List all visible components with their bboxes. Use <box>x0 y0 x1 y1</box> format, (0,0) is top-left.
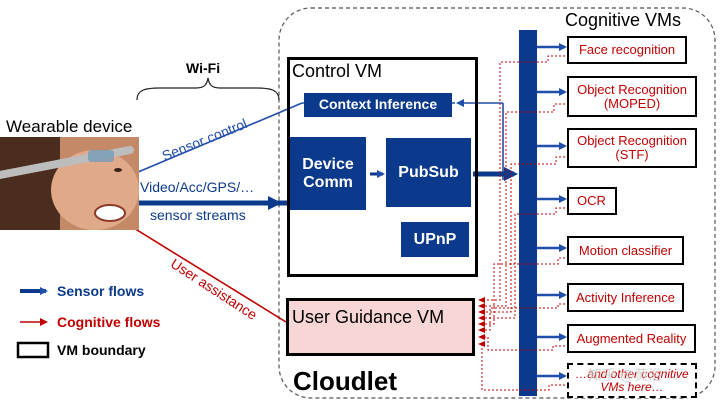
context-inference-box: Context Inference <box>304 93 452 117</box>
video-acc-gps-label: Video/Acc/GPS/… <box>140 179 255 195</box>
cognitive-flow-heads <box>478 297 485 347</box>
user-assistance-arrow <box>122 220 287 323</box>
cognitive-vms-title: Cognitive VMs <box>565 10 682 30</box>
device-comm-label: Device Comm <box>302 155 354 191</box>
wifi-label: Wi-Fi <box>186 60 221 76</box>
device-comm-box: Device Comm <box>290 137 366 210</box>
vm-object-recognition-stf-label: Object Recognition (STF) <box>577 133 687 162</box>
sensor-streams-label: sensor streams <box>150 207 246 223</box>
vm-object-recognition-stf: Object Recognition (STF) <box>567 128 697 168</box>
pubsub-box: PubSub <box>386 138 471 207</box>
vm-object-recognition-moped-label: Object Recognition (MOPED) <box>577 81 687 111</box>
vm-augmented-reality: Augmented Reality <box>567 324 696 353</box>
user-guidance-vm-label: User Guidance VM <box>292 307 445 327</box>
vm-object-recognition-moped: Object Recognition (MOPED) <box>567 76 697 117</box>
legend-cognitive-flows-label: Cognitive flows <box>57 314 161 330</box>
vm-other-cognitive-vms: …and other cognitive VMs here… <box>567 363 697 398</box>
bus-to-vm-arrows <box>537 43 567 380</box>
sensor-control-arrow <box>129 102 303 177</box>
legend-sensor-flows-label: Sensor flows <box>57 283 145 299</box>
cognitive-bus <box>519 30 537 396</box>
wearable-device-label: Wearable device <box>6 117 133 136</box>
vm-motion-classifier: Motion classifier <box>567 236 684 265</box>
legend-vm-boundary-box <box>16 341 50 359</box>
vm-face-recognition: Face recognition <box>567 36 687 64</box>
watermark: 知乎 @黄浴 <box>588 367 663 383</box>
legend-vm-boundary-label: VM boundary <box>57 342 146 358</box>
control-vm-boundary <box>287 57 478 277</box>
vm-other-cognitive-vms-label: …and other cognitive VMs here… <box>575 366 689 394</box>
control-vm-label: Control VM <box>292 61 383 81</box>
cloudlet-label: Cloudlet <box>293 366 397 396</box>
wearable-device-image <box>0 137 139 230</box>
wifi-brace <box>136 77 280 101</box>
cloudlet-boundary <box>278 7 716 399</box>
user-guidance-vm-box <box>286 298 475 356</box>
vm-ocr: OCR <box>567 187 617 215</box>
vm-activity-inference: Activity Inference <box>567 283 684 312</box>
upnp-box: UPnP <box>401 222 469 257</box>
